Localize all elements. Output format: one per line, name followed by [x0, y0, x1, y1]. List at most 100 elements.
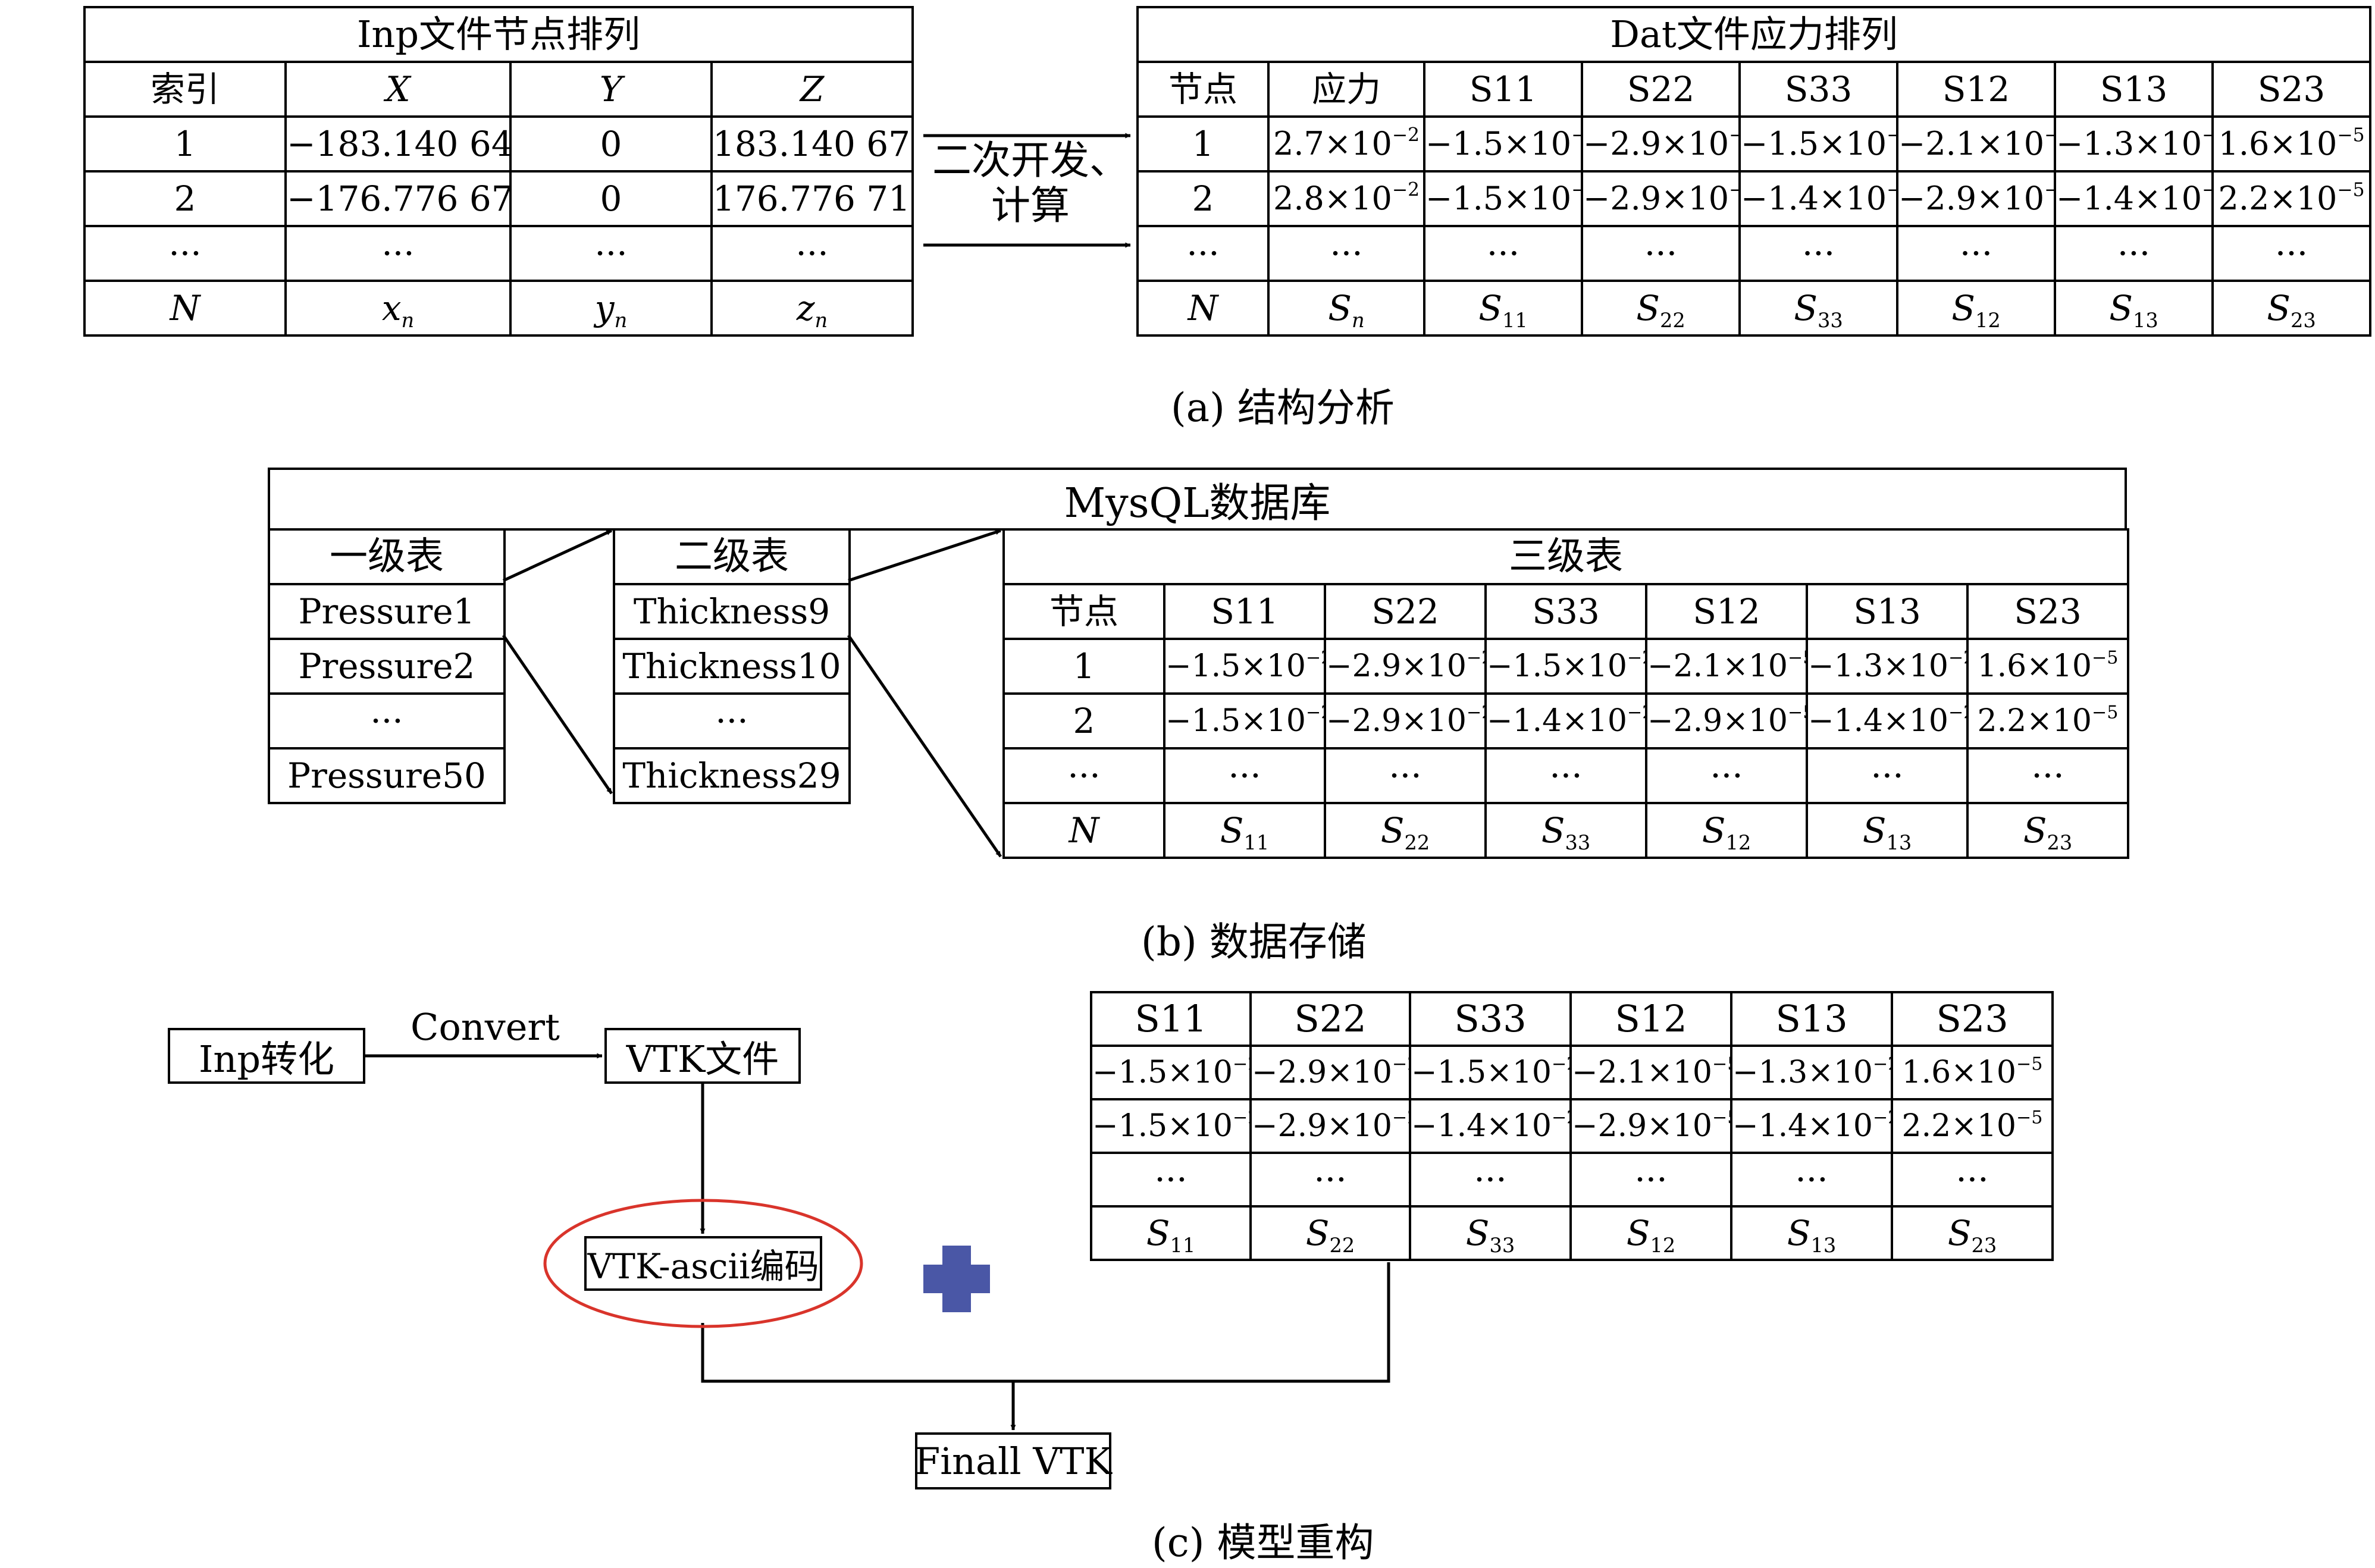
table-cell: ··· [1002, 747, 1165, 804]
cell-mantissa: 1.6×10 [2218, 125, 2338, 162]
table-cell: S33 [1409, 991, 1572, 1047]
cell-exponent: −2 [1627, 702, 1644, 723]
table-cell: Thickness9 [613, 583, 851, 640]
cell-text: ··· [381, 233, 415, 274]
cell-symbol: S [1478, 288, 1502, 328]
cell-subscript: n [814, 308, 828, 332]
table-cell: ··· [268, 692, 506, 749]
cell-text: ··· [1389, 755, 1422, 796]
cell-mantissa: 2.2×10 [1977, 703, 2092, 739]
table-row: 2−1.5×10−2−2.9×10−2−1.4×10−2−2.9×10−5−1.… [1002, 692, 2129, 749]
table-row: Thickness29 [613, 747, 851, 804]
column-header: 节点 [1049, 591, 1118, 632]
cell-text: ··· [1870, 755, 1904, 796]
column-header: S23 [2257, 69, 2326, 109]
table-cell: ··· [1738, 225, 1898, 282]
table-cell: S23 [2211, 61, 2372, 118]
table-row: 12.7×10−2−1.5×10−2−2.9×10−2−1.5×10−2−2.1… [1136, 115, 2372, 173]
column-header: S11 [1469, 69, 1537, 109]
cell-subscript: 23 [2047, 830, 2073, 854]
cell-exponent: −2 [2202, 179, 2210, 200]
table-cell: 2 [1002, 692, 1165, 749]
table-row: Pressure50 [268, 747, 506, 804]
cell-text: 2 [1073, 701, 1095, 741]
cell-exponent: −5 [2016, 1107, 2043, 1128]
caption-a: (a) 结构分析 [1171, 385, 1395, 431]
table-cell: 一级表 [268, 528, 506, 585]
table-cell: N [1136, 280, 1270, 337]
table-title: Inp文件节点排列 [356, 12, 641, 56]
table-cell: Dat文件应力排列 [1136, 6, 2372, 63]
table-cell: ··· [1581, 225, 1741, 282]
cell-symbol: S [1626, 1213, 1650, 1253]
cell-exponent: −5 [2016, 1053, 2043, 1075]
table-cell: 节点 [1002, 583, 1165, 640]
table-cell: −2.9×10−2 [1324, 692, 1487, 749]
cell-mantissa: −1.5×10 [1425, 125, 1572, 162]
cell-exponent: −2 [1392, 124, 1420, 146]
table-cell: ··· [2211, 225, 2372, 282]
cell-mantissa: −1.4×10 [1808, 703, 1949, 739]
vtk-file-box: VTK文件 [604, 1028, 801, 1084]
table-cell: S23 [1966, 583, 2129, 640]
table-cell: S13 [2054, 61, 2214, 118]
cell-exponent: −5 [2337, 179, 2365, 201]
column-header: S22 [1371, 591, 1439, 632]
table-cell: S22 [1324, 802, 1487, 859]
cell-mantissa: 2.8×10 [1273, 180, 1392, 217]
cell-text: 176.776 718 [713, 178, 913, 219]
table-cell: ··· [1966, 747, 2129, 804]
cell-exponent: −2 [1571, 179, 1580, 200]
cell-text: 0 [600, 124, 622, 164]
table-cell: 2 [1136, 170, 1270, 227]
table-cell: −2.1×10−5 [1569, 1045, 1732, 1100]
table-cell: ··· [1409, 1152, 1572, 1208]
table-title: 一级表 [330, 535, 444, 579]
cell-mantissa: −2.9×10 [1583, 125, 1729, 162]
table-cell: S33 [1484, 802, 1647, 859]
table-cell: Pressure1 [268, 583, 506, 640]
cell-mantissa: −2.1×10 [1898, 125, 2045, 162]
cell-exponent: −2 [1233, 1053, 1248, 1075]
column-header: S33 [1784, 69, 1853, 109]
cell-mantissa: −2.9×10 [1252, 1055, 1393, 1090]
table-cell: −183.140 64 [284, 115, 512, 173]
cell-exponent: −2 [1392, 1107, 1408, 1128]
table-cell: −2.9×10−2 [1324, 638, 1487, 695]
cell-text: ··· [1474, 1159, 1507, 1200]
cell-symbol: S [1787, 1213, 1811, 1253]
table-cell: S22 [1324, 583, 1487, 640]
list-item: ··· [370, 701, 403, 741]
table-cell: ··· [509, 225, 713, 282]
column-header: Y [599, 69, 623, 109]
cell-text: ··· [1228, 755, 1261, 796]
table-cell: −1.3×10−2 [1806, 638, 1969, 695]
table-cell: S13 [1806, 802, 1969, 859]
cell-mantissa: −2.9×10 [1326, 648, 1467, 684]
table-cell: S11 [1163, 583, 1326, 640]
table-cell: −1.5×10−2 [1090, 1045, 1252, 1100]
cell-exponent: −2 [1233, 1107, 1248, 1128]
cell-text: ··· [594, 233, 628, 274]
cell-exponent: −2 [1571, 124, 1580, 146]
table-cell: −1.4×10−2 [1409, 1098, 1572, 1154]
table-row: 22.8×10−2−1.5×10−2−2.9×10−2−1.4×10−2−2.9… [1136, 170, 2372, 227]
cell-symbol: x [381, 288, 402, 328]
cell-mantissa: −1.5×10 [1487, 648, 1628, 684]
column-header: 节点 [1168, 69, 1237, 109]
cell-subscript: 22 [1659, 308, 1685, 332]
table-title: Dat文件应力排列 [1610, 12, 1898, 56]
table-cell: −1.5×10−2 [1409, 1045, 1572, 1100]
vtk-ascii-box: VTK-ascii编码 [584, 1236, 822, 1291]
cell-mantissa: 2.2×10 [1901, 1108, 2016, 1144]
arrow-lvl2-to-lvl3-top [848, 529, 1001, 582]
table-row: Inp文件节点排列 [83, 6, 914, 63]
table-cell: 176.776 718 [710, 170, 914, 227]
cell-text: ··· [2117, 233, 2151, 274]
cell-text: −176.776 67 [287, 178, 510, 219]
inp-convert-box: Inp转化 [168, 1028, 365, 1084]
cell-subscript: 11 [1243, 830, 1270, 854]
column-header: X [386, 69, 411, 109]
